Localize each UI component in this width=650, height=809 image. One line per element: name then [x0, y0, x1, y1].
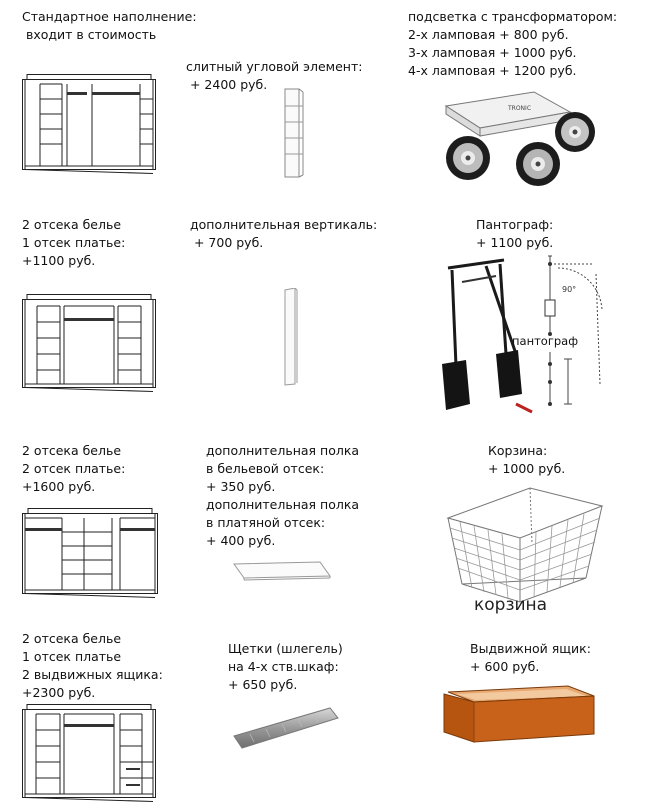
brushes-caption: Щетки (шлегель) на 4-х ств.шкаф: + 650 р… — [228, 640, 343, 694]
brush-seal-photo — [230, 702, 342, 754]
shelves-line1: дополнительная полка — [206, 443, 360, 458]
shelves-line2: в бельевой отсек: — [206, 461, 325, 476]
corner-line1: слитный угловой элемент: — [186, 59, 363, 74]
shelves-line5: в платяной отсек: — [206, 515, 326, 530]
option3-line3: +1600 руб. — [22, 479, 96, 494]
angle-label: 90° — [562, 285, 576, 294]
pantograph-line2: + 1100 руб. — [476, 235, 554, 250]
basket-label: корзина — [474, 595, 548, 615]
lighting-caption: подсветка с трансформатором: 2-х лампова… — [408, 8, 617, 80]
drawer-caption: Выдвижной ящик: + 600 руб. — [470, 640, 591, 676]
pantograph-caption: Пантограф: + 1100 руб. — [476, 216, 553, 252]
option3-line2: 2 отсек платье: — [22, 461, 126, 476]
drawer-photo — [440, 684, 600, 744]
pantograph-line1: Пантограф: — [476, 217, 554, 232]
shelf-drawing — [232, 560, 332, 582]
vertical-caption: дополнительная вертикаль: + 700 руб. — [190, 216, 377, 252]
option2-line1: 2 отсека белье — [22, 217, 122, 232]
wardrobe-standard-drawing — [22, 74, 156, 174]
shelves-line3: + 350 руб. — [206, 479, 276, 494]
pantograph-photo — [436, 254, 536, 424]
brand-label: TRONIC — [507, 105, 531, 112]
basket-line2: + 1000 руб. — [488, 461, 566, 476]
option4-line1: 2 отсека белье — [22, 631, 122, 646]
wardrobe-option3-drawing — [22, 508, 158, 600]
brushes-line3: + 650 руб. — [228, 677, 298, 692]
wardrobe-option2-drawing — [22, 294, 156, 394]
basket-line1: Корзина: — [488, 443, 548, 458]
lighting-line1: подсветка с трансформатором: — [408, 9, 618, 24]
option3-caption: 2 отсека белье 2 отсек платье: +1600 руб… — [22, 442, 125, 496]
option2-line2: 1 отсек платье: — [22, 235, 126, 250]
vertical-line1: дополнительная вертикаль: — [190, 217, 378, 232]
lighting-kit-photo: TRONIC — [438, 86, 613, 196]
option4-line2: 1 отсек платье — [22, 649, 122, 664]
wire-basket-drawing — [440, 484, 610, 604]
pantograph-diagram: 90° — [536, 254, 616, 424]
standard-line2: входит в стоимость — [22, 27, 157, 42]
option3-line1: 2 отсека белье — [22, 443, 122, 458]
vertical-line2: + 700 руб. — [190, 235, 264, 250]
drawer-line2: + 600 руб. — [470, 659, 540, 674]
corner-caption: слитный угловой элемент: + 2400 руб. — [186, 58, 362, 94]
corner-element-drawing — [283, 88, 305, 178]
lamp-icon — [516, 142, 560, 186]
option2-caption: 2 отсека белье 1 отсек платье: +1100 руб… — [22, 216, 125, 270]
option4-caption: 2 отсека белье 1 отсек платье 2 выдвижны… — [22, 630, 163, 702]
lamp-icon — [555, 112, 595, 152]
brushes-line1: Щетки (шлегель) — [228, 641, 343, 656]
option4-line4: +2300 руб. — [22, 685, 96, 700]
standard-line1: Стандартное наполнение: — [22, 9, 197, 24]
shelves-line4: дополнительная полка — [206, 497, 360, 512]
shelves-caption: дополнительная полка в бельевой отсек: +… — [206, 442, 359, 550]
shelves-line6: + 400 руб. — [206, 533, 276, 548]
basket-caption: Корзина: + 1000 руб. — [488, 442, 565, 478]
option2-line3: +1100 руб. — [22, 253, 96, 268]
lighting-line3: 3-х ламповая + 1000 руб. — [408, 45, 577, 60]
lighting-line4: 4-х ламповая + 1200 руб. — [408, 63, 577, 78]
pantograph-label: пантограф — [512, 334, 579, 348]
wardrobe-option4-drawing — [22, 704, 156, 804]
brushes-line2: на 4-х ств.шкаф: — [228, 659, 339, 674]
standard-caption: Стандартное наполнение: входит в стоимос… — [22, 8, 197, 44]
drawer-line1: Выдвижной ящик: — [470, 641, 591, 656]
vertical-panel-drawing — [283, 288, 299, 386]
option4-line3: 2 выдвижных ящика: — [22, 667, 163, 682]
lighting-line2: 2-х ламповая + 800 руб. — [408, 27, 569, 42]
lamp-icon — [446, 136, 490, 180]
corner-line2: + 2400 руб. — [186, 77, 268, 92]
